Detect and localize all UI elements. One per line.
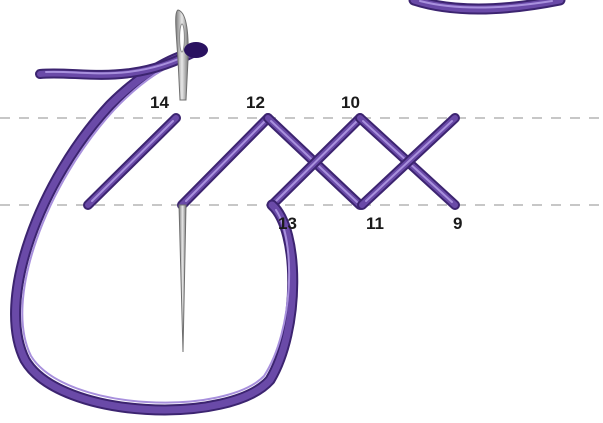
stitch-label-10: 10 xyxy=(341,93,360,112)
thread-loop-top-right xyxy=(414,0,560,9)
needle-icon xyxy=(176,10,188,352)
stitch-label-9: 9 xyxy=(453,214,462,233)
thread-through-eye xyxy=(184,42,208,58)
stitch-label-14: 14 xyxy=(150,93,169,112)
stitch-segment xyxy=(182,118,268,205)
stitch-label-13: 13 xyxy=(278,214,297,233)
stitch-label-12: 12 xyxy=(246,93,265,112)
stitch-segment xyxy=(88,118,176,205)
stitch-label-11: 11 xyxy=(366,214,384,233)
herringbone-stitches xyxy=(88,118,455,205)
